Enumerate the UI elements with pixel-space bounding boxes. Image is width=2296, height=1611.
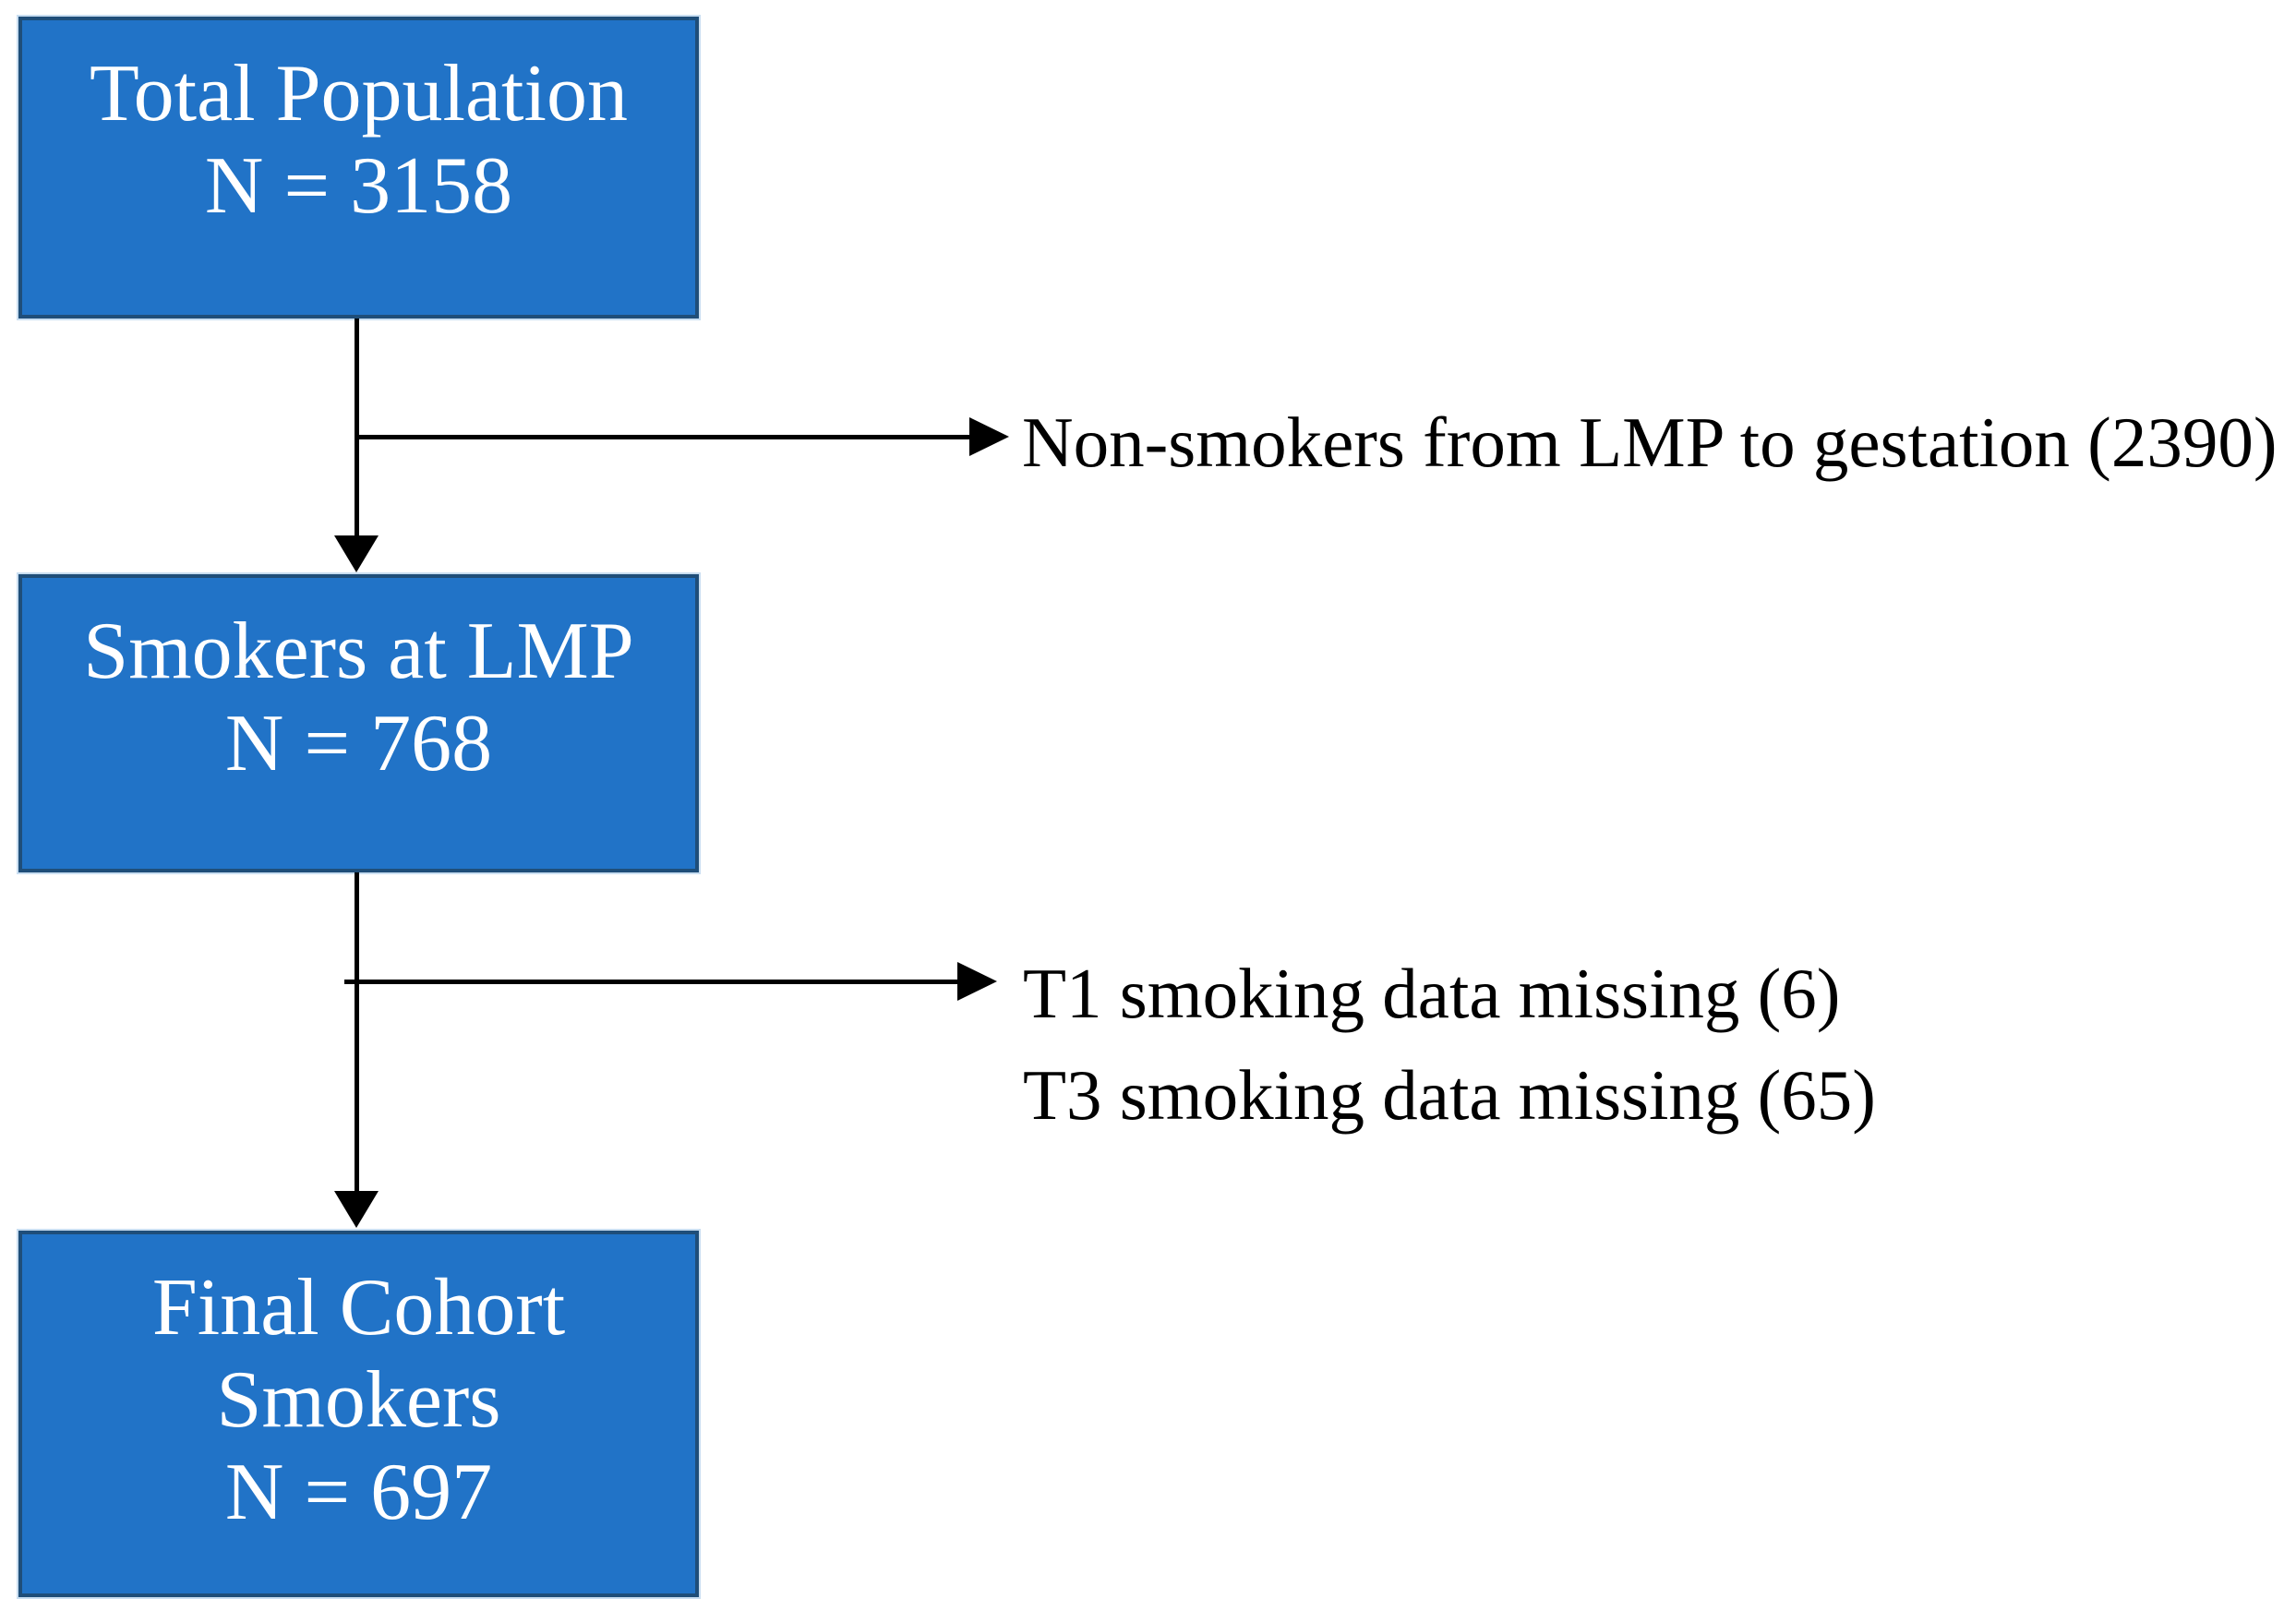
node-smokers-at-lmp-title: Smokers at LMP bbox=[83, 607, 634, 696]
node-smokers-at-lmp-count: N = 768 bbox=[224, 699, 493, 788]
branch-label-t1-missing: T1 smoking data missing (6) bbox=[1023, 954, 1841, 1033]
branch-label-nonsmokers-text: Non-smokers from LMP to gestation (2390) bbox=[1022, 403, 2278, 482]
arrowhead-right-icon bbox=[957, 962, 997, 1001]
node-smokers-at-lmp: Smokers at LMP N = 768 bbox=[18, 574, 699, 872]
arrowhead-down-icon bbox=[334, 535, 379, 572]
node-total-population: Total Population N = 3158 bbox=[18, 17, 699, 319]
arrowhead-right-icon bbox=[969, 417, 1009, 456]
node-total-population-count: N = 3158 bbox=[204, 141, 513, 231]
node-final-cohort-count: N = 697 bbox=[224, 1448, 493, 1537]
node-final-cohort-smokers: Final Cohort Smokers N = 697 bbox=[18, 1231, 699, 1597]
branch-label-missing-data: T1 smoking data missing (6) T3 smoking d… bbox=[1023, 943, 1876, 1146]
node-final-cohort-title: Final Cohort bbox=[151, 1263, 566, 1353]
branch-label-nonsmokers: Non-smokers from LMP to gestation (2390) bbox=[1022, 403, 2277, 481]
branch-line-missing-data bbox=[344, 980, 960, 984]
node-total-population-title: Total Population bbox=[90, 49, 628, 138]
branch-line-nonsmokers bbox=[356, 435, 971, 439]
connector-line-total-to-smokers bbox=[355, 319, 359, 540]
branch-label-t3-missing: T3 smoking data missing (65) bbox=[1023, 1055, 1876, 1135]
connector-line-smokers-to-final bbox=[355, 872, 359, 1196]
arrowhead-down-icon bbox=[334, 1191, 379, 1228]
node-final-cohort-subtitle: Smokers bbox=[216, 1355, 501, 1445]
